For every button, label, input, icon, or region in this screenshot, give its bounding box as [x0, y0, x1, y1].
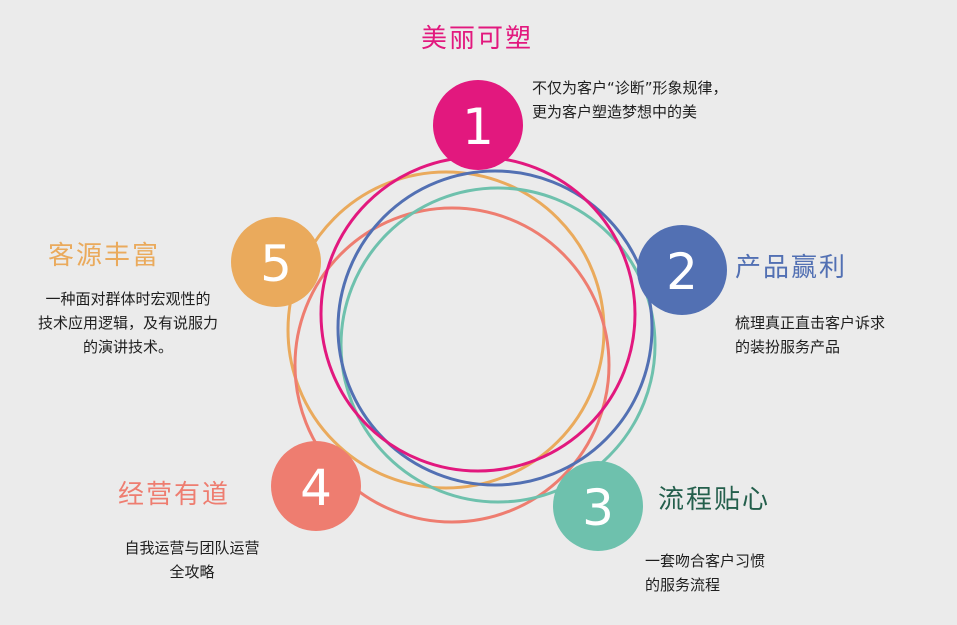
node-1-disc [433, 80, 523, 170]
node-4-disc [271, 441, 361, 531]
item-5-title: 客源丰富 [48, 241, 161, 271]
item-5-description: 一种面对群体时宏观性的 技术应用逻辑，及有说服力 的演讲技术。 [12, 287, 244, 359]
node-3-disc [553, 461, 643, 551]
ring-pink [319, 155, 637, 473]
item-2-description: 梳理真正直击客户诉求 的装扮服务产品 [735, 311, 885, 359]
ring-salmon [293, 206, 611, 524]
node-1-number: 1 [462, 98, 494, 156]
item-2-desc-line: 的装扮服务产品 [735, 338, 841, 356]
item-3-desc-line: 的服务流程 [645, 576, 721, 594]
item-5-desc-line: 一种面对群体时宏观性的 [45, 290, 211, 308]
item-4-desc-line: 自我运营与团队运营 [124, 539, 260, 557]
node-4-number: 4 [300, 459, 332, 517]
item-3-title: 流程贴心 [658, 485, 771, 515]
item-4-desc-line: 全攻略 [169, 563, 215, 581]
item-3-description: 一套吻合客户习惯 的服务流程 [645, 549, 765, 597]
node-1: 1 [433, 80, 523, 170]
node-2: 2 [637, 225, 727, 315]
item-3-desc-line: 一套吻合客户习惯 [645, 552, 766, 570]
node-2-number: 2 [666, 243, 698, 301]
item-1-title: 美丽可塑 [421, 24, 534, 54]
ring-blue [336, 169, 654, 487]
item-1-description: 不仅为客户“诊断”形象规律， 更为客户塑造梦想中的美 [532, 76, 728, 124]
node-5: 5 [231, 217, 321, 307]
node-3: 3 [553, 461, 643, 551]
node-5-number: 5 [260, 235, 292, 293]
node-2-disc [637, 225, 727, 315]
item-1-desc-line: 更为客户塑造梦想中的美 [532, 103, 698, 121]
item-2-desc-line: 梳理真正直击客户诉求 [735, 314, 886, 332]
item-4-title: 经营有道 [118, 480, 231, 510]
item-5-desc-line: 的演讲技术。 [82, 338, 173, 356]
item-2-title: 产品赢利 [735, 253, 848, 283]
item-5-desc-line: 技术应用逻辑，及有说服力 [37, 314, 218, 332]
ring-teal [339, 186, 657, 504]
node-4: 4 [271, 441, 361, 531]
ring-orange [286, 170, 606, 490]
node-3-number: 3 [582, 479, 614, 537]
item-1-desc-line: 不仅为客户“诊断”形象规律， [532, 79, 728, 97]
item-4-description: 自我运营与团队运营 全攻略 [96, 536, 288, 584]
node-5-disc [231, 217, 321, 307]
